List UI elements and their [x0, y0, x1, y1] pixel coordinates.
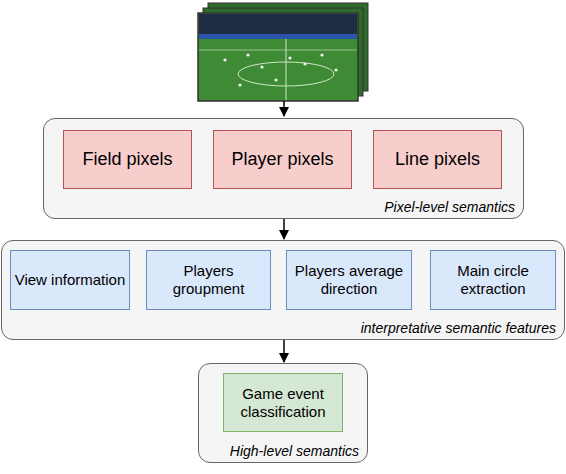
group-panel: interpretative semantic features View inf… [1, 240, 565, 340]
process-box: Player pixels [213, 130, 352, 189]
process-box: Players groupment [146, 250, 271, 310]
process-box: View information [10, 250, 130, 310]
box-label: Player pixels [231, 149, 333, 171]
box-label: Players average direction [287, 262, 411, 298]
flow-arrow [283, 219, 285, 239]
halfway-line [286, 39, 287, 100]
group-title: interpretative semantic features [361, 320, 556, 336]
box-label: Field pixels [82, 149, 172, 171]
process-box: Main circle extraction [430, 250, 556, 310]
touch-line [199, 50, 357, 51]
video-frames [198, 3, 368, 101]
process-box: Line pixels [373, 130, 502, 189]
input-arrow [283, 101, 285, 116]
process-box: Field pixels [63, 130, 192, 189]
box-label: Players groupment [147, 262, 270, 298]
group-title: High-level semantics [230, 443, 359, 459]
box-label: Game event classification [224, 385, 342, 421]
advert-board [199, 34, 357, 39]
centre-circle [238, 62, 334, 86]
box-label: Line pixels [395, 149, 480, 171]
box-label: Main circle extraction [431, 262, 555, 298]
flow-arrow [283, 340, 285, 362]
group-panel: High-level semantics Game event classific… [198, 363, 368, 463]
players [223, 53, 337, 86]
process-box: Players average direction [286, 250, 412, 310]
group-title: Pixel-level semantics [384, 199, 515, 215]
stadium-stand [199, 14, 357, 34]
box-label: View information [15, 271, 126, 289]
process-box: Game event classification [223, 373, 343, 432]
front-frame [198, 13, 358, 101]
group-panel: Pixel-level semantics Field pixels Player … [43, 118, 524, 219]
